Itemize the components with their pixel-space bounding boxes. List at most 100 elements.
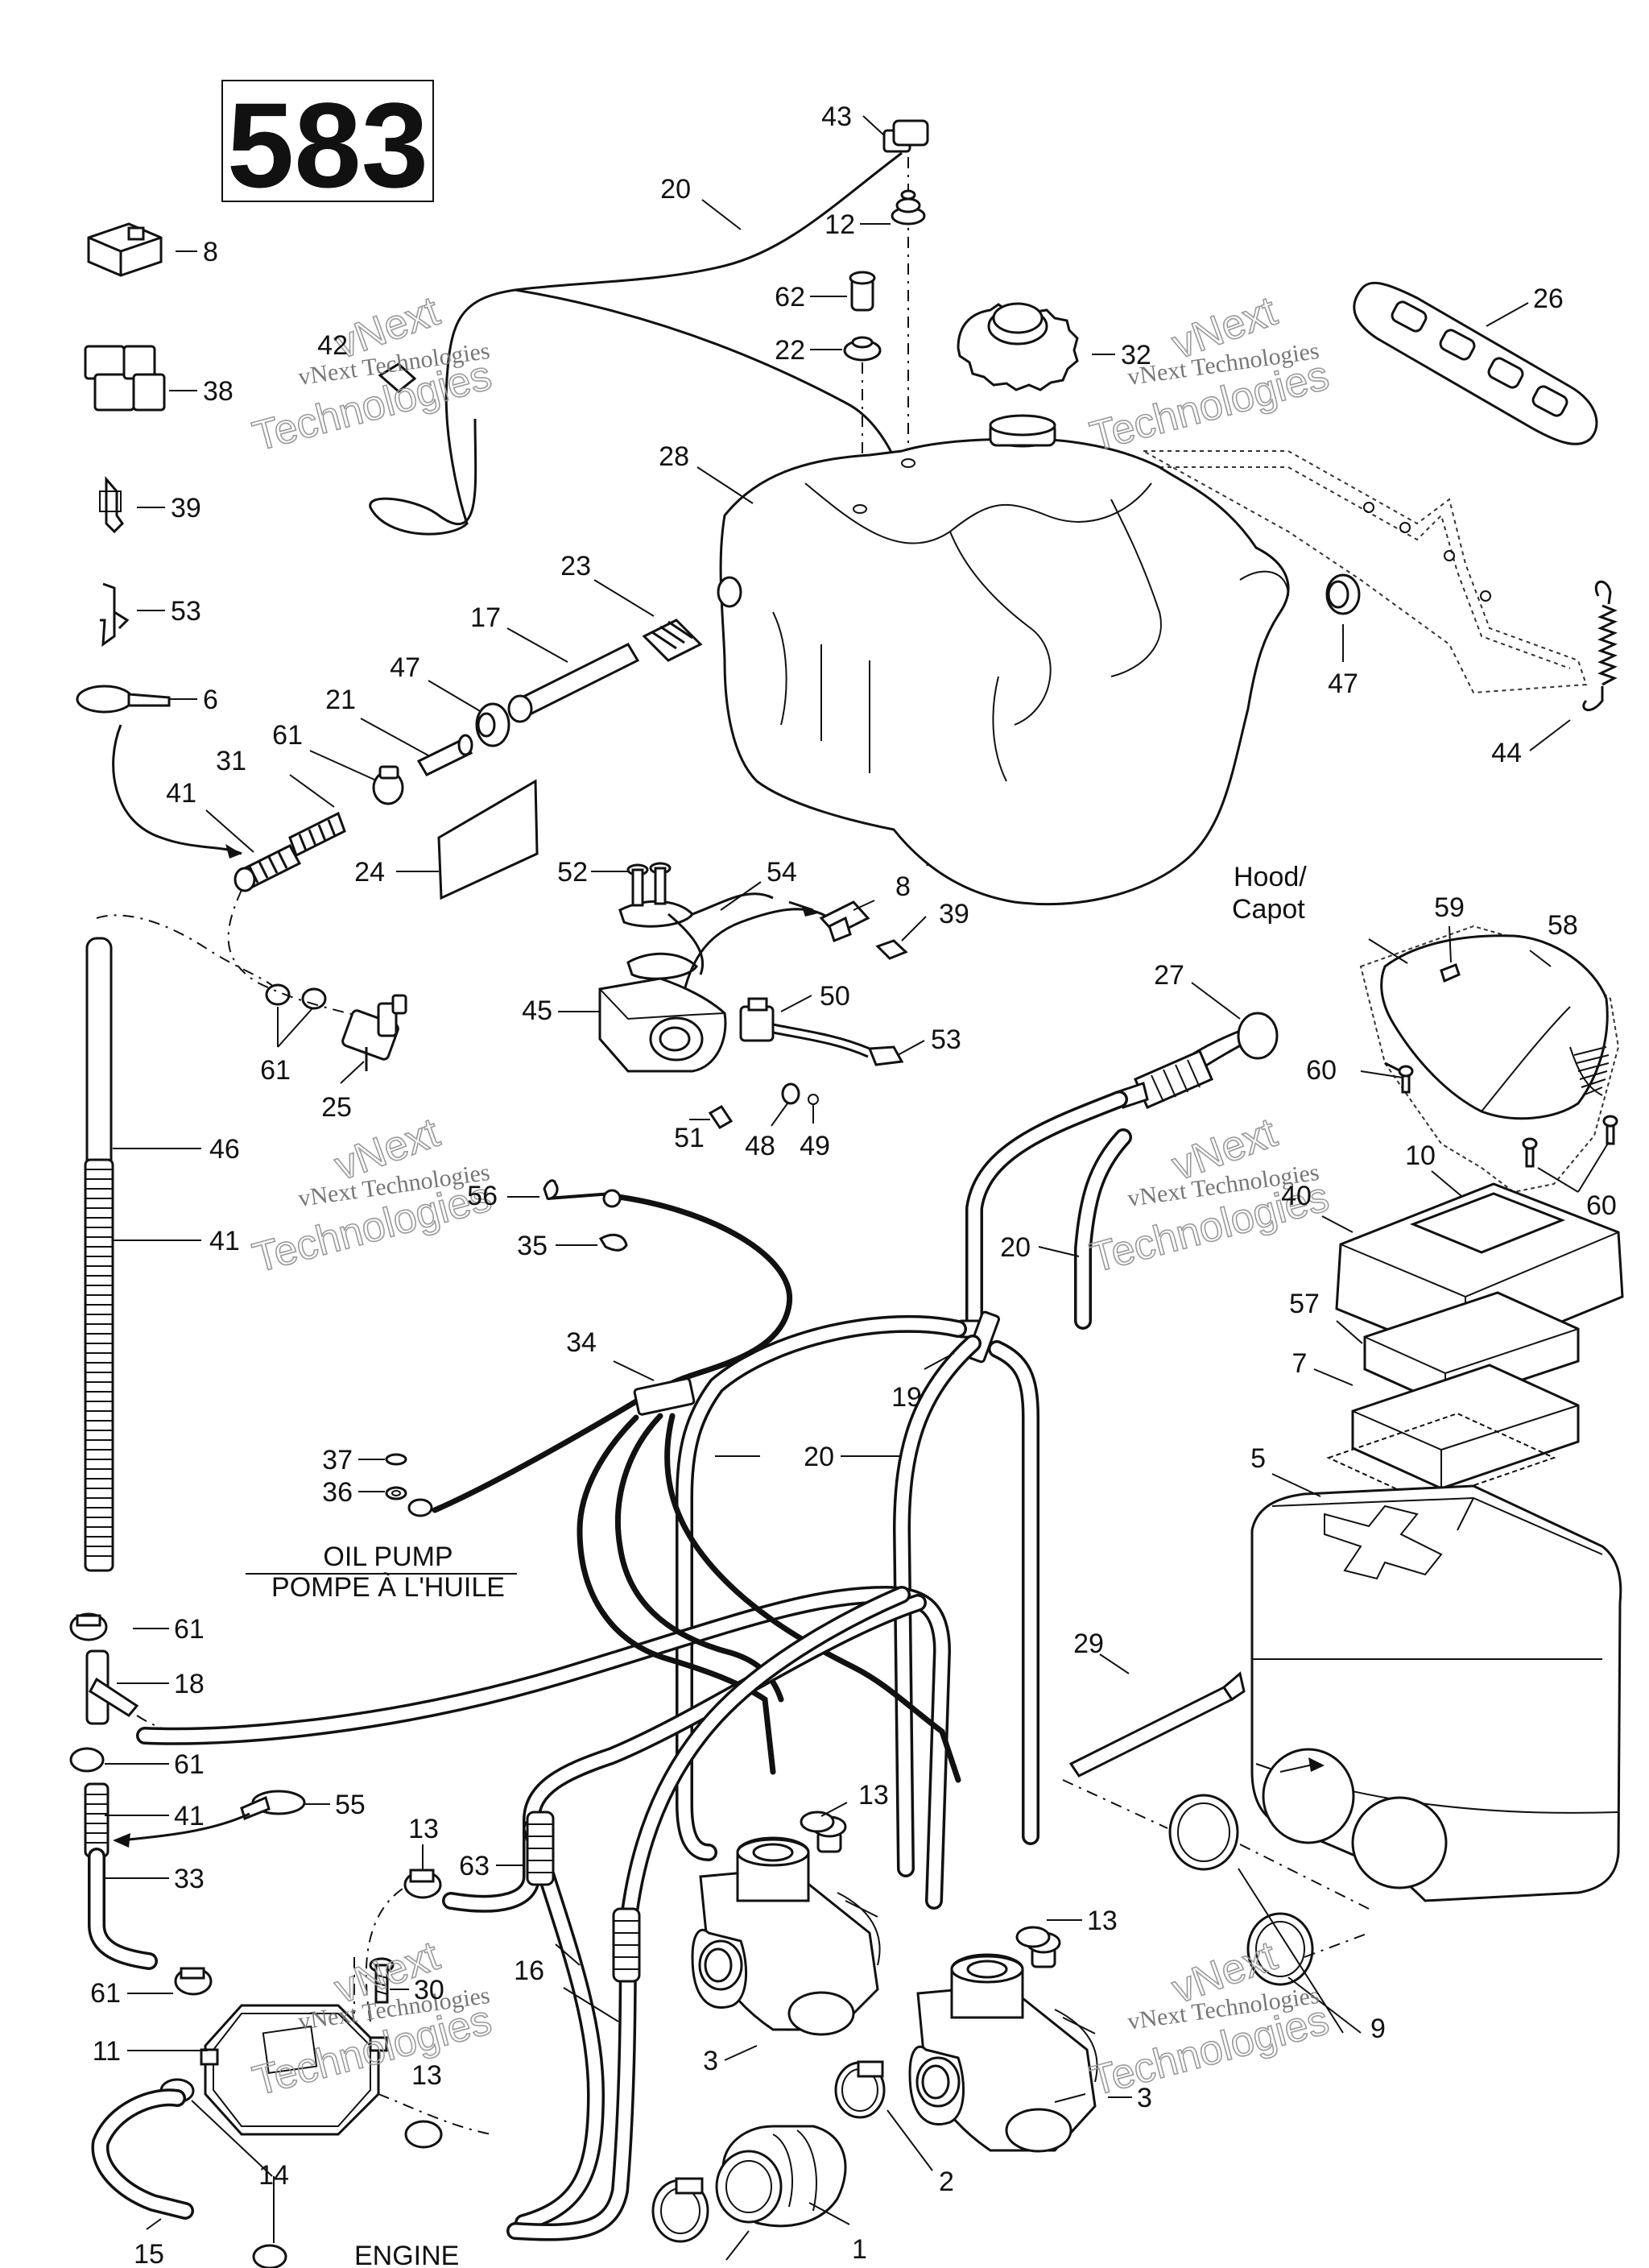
callout-23: 23: [560, 551, 591, 581]
spring-44: [1582, 581, 1618, 711]
callout-13: 13: [858, 1780, 889, 1811]
callout-63: 63: [459, 1851, 490, 1881]
arrow-head-a: [225, 844, 242, 859]
clamp-61-c: [69, 1612, 108, 1641]
harness-50: [739, 997, 904, 1066]
hood-label-fr: Capot: [1232, 894, 1305, 925]
callout-19: 19: [891, 1382, 922, 1413]
callout-58: 58: [1548, 910, 1578, 941]
bracket-26: [1353, 281, 1598, 445]
screw-60-a: [1384, 1062, 1414, 1094]
clip-35: [598, 1233, 628, 1252]
callout-62: 62: [775, 282, 805, 312]
vent-hoses: [676, 1314, 1039, 1877]
clamp-2: [834, 2060, 886, 2119]
callout-41: 41: [166, 778, 196, 809]
callout-40: 40: [1281, 1181, 1312, 1211]
callout-9: 9: [1370, 2013, 1386, 2044]
frame-outline: [1140, 450, 1588, 694]
callout-15: 15: [134, 2239, 164, 2268]
fitting-21: [416, 734, 473, 776]
hose-15: [91, 2088, 194, 2220]
filter-57: [1363, 1291, 1580, 1407]
clamp-61-d: [69, 1747, 105, 1773]
hose-17: [507, 643, 640, 723]
fuel-cap-32: [957, 302, 1079, 391]
callout-60: 60: [1306, 1055, 1337, 1086]
callout-29: 29: [1073, 1629, 1104, 1659]
connector-38: [84, 345, 166, 412]
oil-cable: [407, 1192, 961, 1783]
callout-61: 61: [272, 720, 303, 751]
callout-3: 3: [703, 2046, 718, 2076]
vent-hose-20: [965, 1091, 1132, 1330]
screw-51: [708, 1105, 734, 1129]
carburetor-3-b: [908, 1931, 1098, 2153]
page-number: 583: [227, 77, 428, 213]
callout-44: 44: [1491, 738, 1522, 768]
callout-2: 2: [939, 2167, 954, 2197]
callout-52: 52: [557, 857, 588, 888]
callout-55: 55: [335, 1790, 366, 1820]
strap-29: [1068, 1671, 1246, 1778]
clamp-14-b: [252, 2244, 287, 2268]
callout-38: 38: [203, 376, 234, 407]
decal-24: [437, 779, 539, 900]
grommet-12: [891, 189, 926, 226]
callout-61: 61: [90, 1978, 121, 2009]
oil-pump-label-en: OIL PUMP: [323, 1542, 453, 1572]
bolt-62: [849, 271, 876, 312]
grommet-47-right: [1325, 573, 1361, 615]
fitting-43: [882, 119, 929, 459]
boot-9-b: [1246, 1912, 1314, 1986]
screws-52: [626, 862, 672, 907]
air-silencer-5: [1250, 1484, 1622, 1902]
callout-14: 14: [258, 2160, 289, 2191]
callout-16: 16: [514, 1956, 544, 1986]
hose-46: [85, 937, 113, 1182]
clamp-61-e: [174, 1967, 213, 1996]
choke-27: [1118, 1012, 1279, 1109]
section-labels: Hood/ Capot OIL PUMP POMPE À L'HUILE ENG…: [246, 862, 1307, 2268]
callout-42: 42: [317, 330, 348, 361]
clamp-13-b: [800, 1811, 835, 1833]
terminal-39-b: [875, 939, 908, 960]
bracket-54: [618, 892, 774, 980]
callout-20: 20: [660, 174, 691, 205]
callout-24: 24: [354, 857, 385, 888]
callout-49: 49: [800, 1131, 830, 1161]
tee-to-pump-dashed: [136, 1715, 242, 1741]
fuel-pump-11: [200, 2004, 388, 2136]
sleeve-16: [612, 1907, 641, 1983]
callout-13: 13: [1087, 1906, 1118, 1936]
callout-28: 28: [659, 441, 689, 472]
screw-60-c: [1602, 1115, 1618, 1145]
terminal-53: [100, 582, 130, 648]
callout-61: 61: [174, 1749, 205, 1780]
tee-18: [85, 1649, 139, 1725]
callout-18: 18: [174, 1669, 205, 1699]
clamp-13-d: [1015, 1926, 1051, 1948]
callout-41: 41: [209, 1226, 240, 1256]
washers-36-37: [385, 1453, 407, 1500]
callout-61: 61: [260, 1055, 291, 1086]
callout-47: 47: [390, 652, 420, 683]
engine-label: ENGINE: [354, 2241, 459, 2268]
hose-41-b: [84, 1158, 114, 1572]
callout-3: 3: [1137, 2083, 1152, 2113]
clamp-1-b: [651, 2177, 709, 2243]
callout-25: 25: [321, 1092, 352, 1123]
callout-8: 8: [203, 237, 218, 267]
grommet-22: [843, 336, 882, 515]
callout-45: 45: [522, 995, 552, 1026]
callout-30: 30: [414, 1975, 444, 2005]
cable-end-56: [543, 1179, 622, 1208]
fuel-filter-25: [265, 983, 407, 1071]
hose-33: [88, 1848, 158, 1970]
hood-label-en: Hood/: [1234, 862, 1307, 892]
callout-41: 41: [174, 1801, 205, 1831]
fuel-tank-28: [717, 414, 1290, 906]
callout-32: 32: [1121, 340, 1151, 370]
fuel-line-dashed-b: [96, 914, 275, 987]
